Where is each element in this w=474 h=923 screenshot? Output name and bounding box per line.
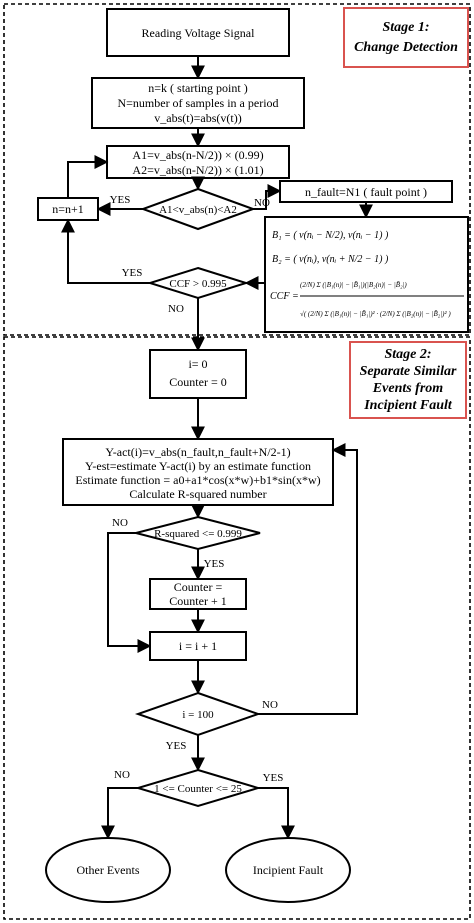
init-line-3: v_abs(t)=abs(v(t)) bbox=[154, 111, 241, 125]
range-no-label: NO bbox=[254, 197, 270, 209]
formula-b1: B₁ = ( v(nᵢ − N/2), v(nᵢ − 1) ) bbox=[272, 230, 389, 241]
ccf-no-label: NO bbox=[168, 303, 184, 315]
formula-numerator: (2/N) Σ (|B₁(n)| − |B̄₁|)(|B₂(n)| − |B̄₂… bbox=[300, 281, 407, 289]
stage1-line2: Change Detection bbox=[354, 40, 458, 55]
estimate-box bbox=[62, 438, 334, 506]
estimate-line-3: Estimate function = a0+a1*cos(x*w)+b1*si… bbox=[75, 473, 320, 487]
stage2-region bbox=[3, 336, 471, 920]
estimate-line-4: Calculate R-squared number bbox=[129, 487, 266, 501]
stage2-label: Stage 2: Separate Similar Events from In… bbox=[349, 341, 467, 419]
fault-point-text: n_fault=N1 ( fault point ) bbox=[305, 185, 427, 199]
rsquared-text: R-squared <= 0.999 bbox=[154, 528, 242, 540]
stage2-line1: Stage 2: bbox=[384, 347, 431, 362]
increment-n-text: n=n+1 bbox=[52, 202, 84, 216]
formula-ccf-lhs: CCF = bbox=[270, 291, 299, 302]
init-counter-line-2: Counter = 0 bbox=[169, 375, 226, 389]
range-check-decision bbox=[140, 187, 256, 231]
rsquared-no-label: NO bbox=[112, 517, 128, 529]
counter-inc-box bbox=[149, 578, 247, 610]
counter-inc-line-1: Counter = bbox=[174, 580, 223, 594]
stage1-line1: Stage 1: bbox=[382, 20, 429, 35]
ccf-text: CCF > 0.995 bbox=[169, 278, 227, 290]
stage1-label: Stage 1: Change Detection bbox=[343, 7, 469, 68]
counter-check-decision bbox=[134, 768, 262, 808]
formula-denominator: √( (2/N) Σ (|B₁(n)| − |B̄₁|)² · (2/N) Σ … bbox=[300, 310, 451, 318]
init-counter-line-1: i= 0 bbox=[188, 357, 207, 371]
init-line-1: n=k ( starting point ) bbox=[148, 81, 247, 95]
estimate-line-1: Y-act(i)=v_abs(n_fault,n_fault+N/2-1) bbox=[105, 445, 290, 459]
estimate-line-2: Y-est=estimate Y-act(i) by an estimate f… bbox=[85, 459, 311, 473]
ccf-yes-label: YES bbox=[122, 267, 143, 279]
i-check-no-label: NO bbox=[262, 699, 278, 711]
i-check-text: i = 100 bbox=[182, 709, 214, 721]
incipient-fault-terminal bbox=[225, 837, 351, 903]
counter-no-label: NO bbox=[114, 769, 130, 781]
stage2-line4: Incipient Fault bbox=[363, 398, 453, 413]
formula-b2: B₂ = ( v(nᵢ), v(nᵢ + N/2 − 1) ) bbox=[272, 254, 389, 265]
range-check-text: A1<v_abs(n)<A2 bbox=[159, 204, 237, 216]
thresholds-box bbox=[106, 145, 290, 179]
thresholds-line-2: A2=v_abs(n-N/2)) × (1.01) bbox=[132, 163, 263, 177]
i-check-yes-label: YES bbox=[166, 740, 187, 752]
counter-check-text: 1 <= Counter <= 25 bbox=[154, 783, 242, 795]
other-events-terminal bbox=[45, 837, 171, 903]
counter-inc-line-2: Counter + 1 bbox=[169, 594, 226, 608]
ccf-formula-box bbox=[264, 216, 469, 333]
stage1-region bbox=[3, 3, 471, 336]
init-box bbox=[91, 77, 305, 129]
stage2-line3: Events from bbox=[372, 381, 444, 396]
stage2-line2: Separate Similar bbox=[360, 364, 457, 379]
range-yes-label: YES bbox=[110, 194, 131, 206]
rsquared-yes-label: YES bbox=[204, 558, 225, 570]
thresholds-line-1: A1=v_abs(n-N/2)) × (0.99) bbox=[132, 148, 263, 162]
init-line-2: N=number of samples in a period bbox=[117, 96, 278, 110]
counter-yes-label: YES bbox=[263, 772, 284, 784]
i-inc-text: i = i + 1 bbox=[179, 639, 217, 653]
other-events-text: Other Events bbox=[77, 863, 140, 877]
reading-text: Reading Voltage Signal bbox=[142, 26, 256, 40]
incipient-fault-text: Incipient Fault bbox=[253, 863, 324, 877]
